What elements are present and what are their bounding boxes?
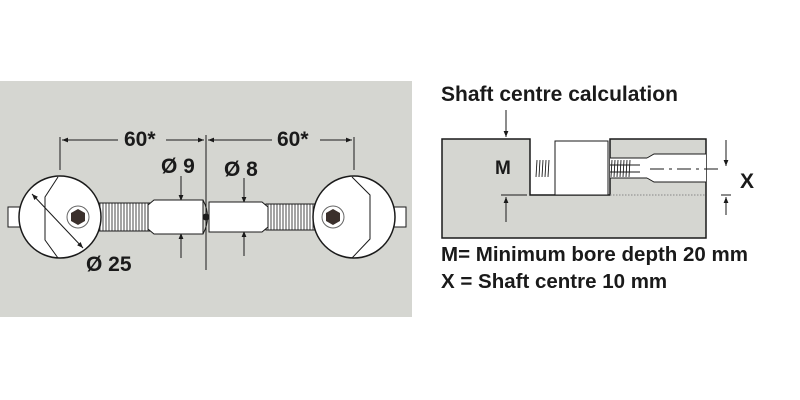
head-diameter-25: Ø 25 [86,253,132,276]
connector-shaft [7,199,407,235]
diagram-title: Shaft centre calculation [441,83,678,106]
right-cam-head [312,175,396,259]
left-cam-head [18,175,102,259]
shaft-diameter-8: Ø 8 [224,158,258,181]
dimension-left-60: 60* [121,128,159,152]
label-m: M [495,158,511,179]
shaft-diameter-9: Ø 9 [161,155,195,178]
legend-x: X = Shaft centre 10 mm [441,270,668,293]
label-x: X [740,170,755,193]
dimension-lines [59,135,355,270]
legend-m: M= Minimum bore depth 20 mm [441,243,748,266]
dimension-right-60: 60* [274,128,312,152]
bore-section-drawing [441,110,731,239]
